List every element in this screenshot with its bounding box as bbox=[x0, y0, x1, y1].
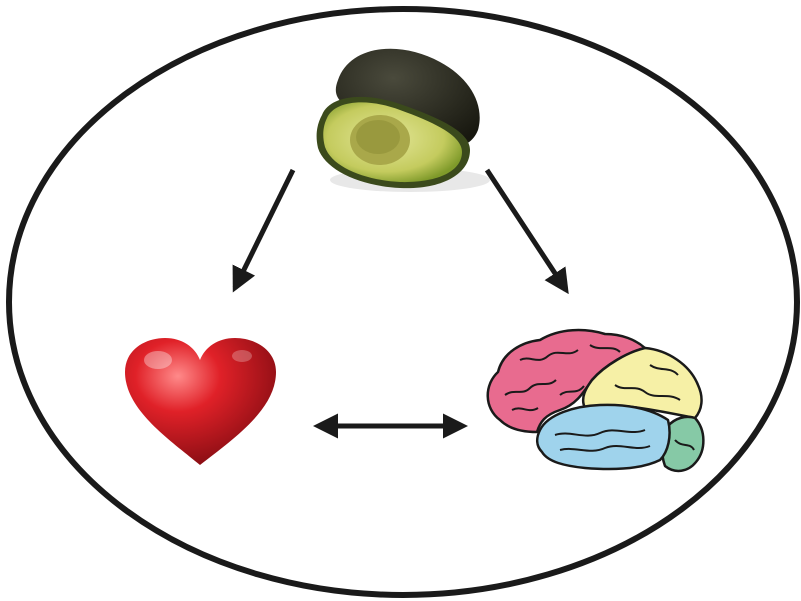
heart-icon bbox=[125, 338, 276, 465]
arrow-avocado-to-brain bbox=[487, 170, 566, 290]
brain-temporal-lobe bbox=[537, 405, 669, 469]
arrow-avocado-to-heart bbox=[235, 170, 293, 288]
brain-icon bbox=[488, 330, 704, 471]
avocado-icon bbox=[317, 49, 490, 192]
